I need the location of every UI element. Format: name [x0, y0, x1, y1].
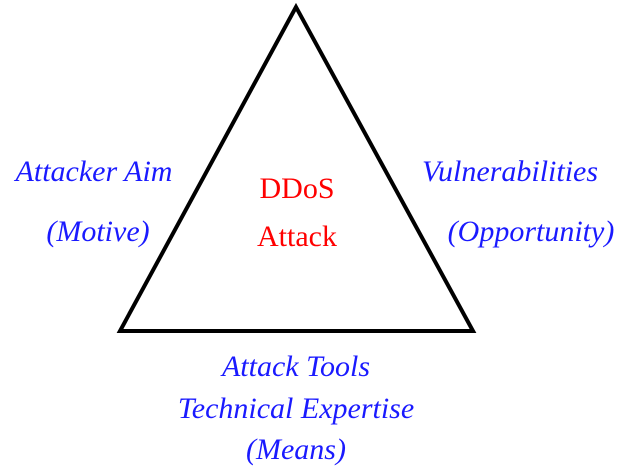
right-label-line1: Vulnerabilities	[422, 155, 598, 188]
bottom-label-line2: Technical Expertise	[178, 392, 414, 425]
triangle-shape	[116, 2, 477, 333]
left-label-line2: (Motive)	[46, 215, 149, 248]
bottom-label-line1: Attack Tools	[220, 350, 370, 383]
bottom-label-line3: (Means)	[246, 433, 346, 466]
right-label-line2: (Opportunity)	[448, 215, 615, 248]
left-label-line1: Attacker Aim	[14, 155, 173, 188]
center-label-line2: Attack	[257, 220, 337, 253]
center-label-line1: DDoS	[259, 172, 334, 205]
